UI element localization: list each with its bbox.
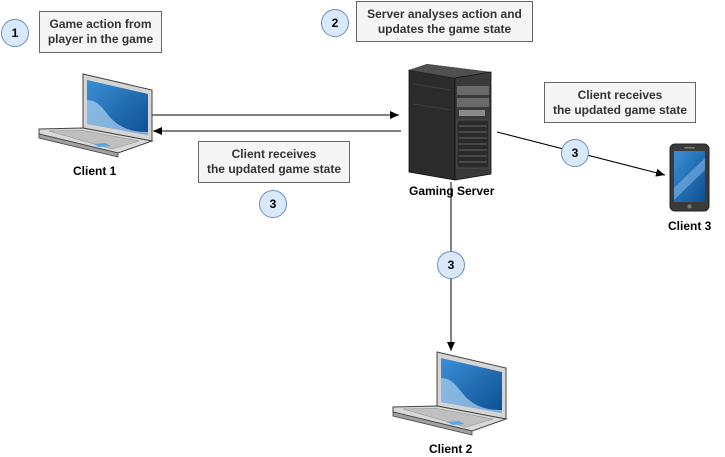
step-3-badge-client3: 3 (561, 139, 589, 167)
step-3-note-line: the updated game state (206, 162, 342, 176)
step-3-note-line: Client receives (577, 87, 663, 102)
step-3-badge-client1: 3 (259, 190, 287, 218)
laptop-icon (392, 351, 508, 436)
step-1-note-line: player in the game (47, 32, 154, 46)
step-2-badge: 2 (321, 9, 349, 37)
client-2-label: Client 2 (429, 442, 473, 456)
step-2-note: Server analyses action and updates the g… (356, 1, 533, 42)
step-3-badge-client2: 3 (437, 251, 465, 279)
step-3-note-client1: Client receives the updated game state (198, 141, 350, 183)
client-3-label: Client 3 (668, 219, 712, 233)
gaming-server-label: Gaming Server (409, 184, 495, 198)
step-2-note-line: updates the game state (377, 21, 512, 36)
laptop-icon (38, 73, 154, 158)
step-3-note-line: the updated game state (552, 102, 688, 117)
step-3-note-client3: Client receives the updated game state (544, 82, 696, 123)
step-1-note: Game action from player in the game (39, 11, 162, 53)
step-1-note-line: Game action from (49, 17, 152, 31)
step-1-badge: 1 (1, 19, 29, 47)
server-icon (408, 64, 492, 181)
smartphone-icon (669, 143, 710, 212)
step-3-note-line: Client receives (231, 147, 317, 161)
client-1-label: Client 1 (73, 164, 117, 178)
step-2-note-line: Server analyses action and (367, 6, 522, 21)
